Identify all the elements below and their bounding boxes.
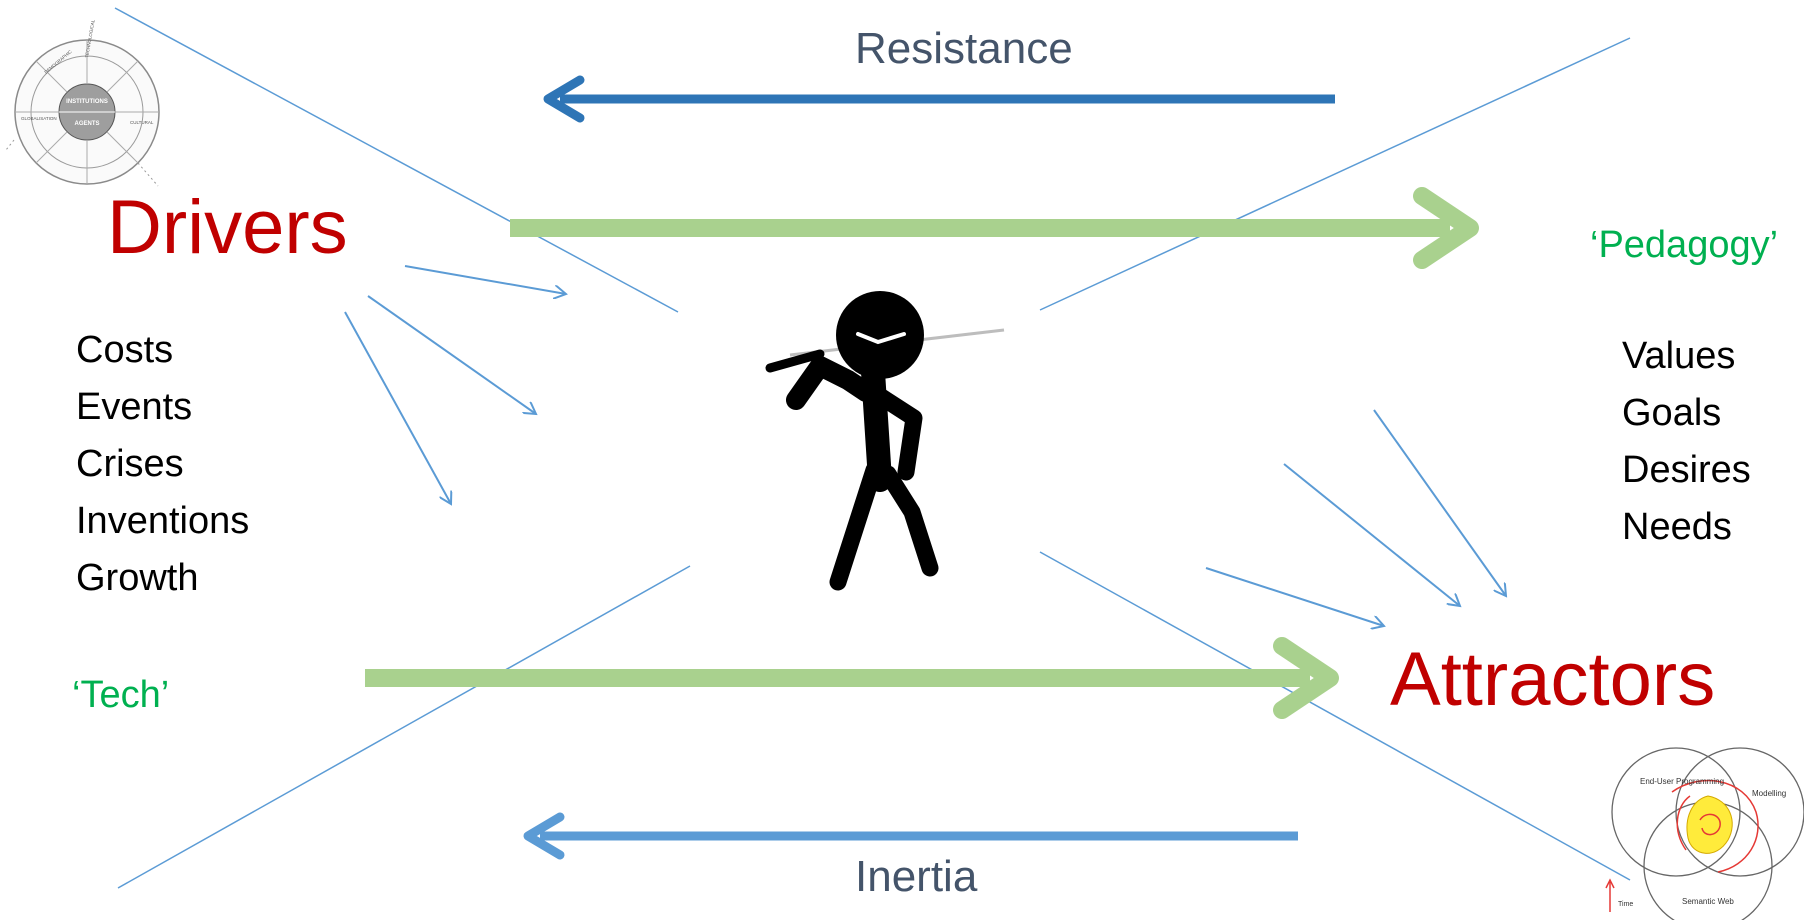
- venn-diagram-icon: End-User Programming Modelling Semantic …: [1605, 747, 1804, 920]
- venn-label-semantic-web: Semantic Web: [1682, 897, 1734, 906]
- wheel-inner-bottom-label: AGENTS: [74, 121, 99, 127]
- ninja-figure-icon: [765, 291, 1005, 591]
- funnel-line-bottom-left: [117, 565, 691, 889]
- wheel-inner-top-label: INSTITUTIONS: [66, 99, 108, 105]
- funnel-line-top-right: [1039, 37, 1631, 311]
- tech-arrow: [365, 637, 1339, 719]
- system-wheel-icon: INSTITUTIONS AGENTS GLOBALISATION TECHNO…: [5, 19, 160, 187]
- attractors-list-item: Desires: [1622, 449, 1751, 491]
- drivers-list-item: Events: [76, 386, 193, 428]
- attractor-arrow-3: [1205, 567, 1384, 626]
- inertia-arrow: [523, 812, 1298, 860]
- driver-arrow-1: [404, 265, 566, 294]
- funnel-line-top-left: [114, 7, 679, 313]
- drivers-list: Costs Events Crises Inventions Growth: [76, 322, 249, 607]
- drivers-title: Drivers: [107, 185, 348, 270]
- venn-label-modelling: Modelling: [1752, 789, 1786, 798]
- resistance-label: Resistance: [855, 24, 1073, 73]
- attractors-list: Values Goals Desires Needs: [1622, 328, 1751, 556]
- tech-label: ‘Tech’: [72, 674, 170, 716]
- drivers-list-item: Costs: [76, 329, 174, 371]
- funnel-line-bottom-right: [1039, 551, 1631, 881]
- drivers-list-item: Inventions: [76, 500, 250, 542]
- wheel-outer-label-3: CULTURAL: [130, 120, 154, 125]
- wheel-outer-label-1: GLOBALISATION: [21, 116, 57, 121]
- venn-time-label: Time: [1618, 901, 1633, 908]
- wheel-outer-label-2: TECHNOLOGICAL: [84, 19, 96, 58]
- drivers-list-item: Crises: [76, 443, 184, 485]
- attractors-title: Attractors: [1390, 637, 1716, 722]
- venn-label-end-user-programming: End-User Programming: [1640, 777, 1724, 786]
- attractors-list-item: Values: [1622, 335, 1736, 377]
- attractors-list-item: Needs: [1622, 506, 1732, 548]
- driver-arrow-2: [367, 295, 536, 414]
- pedagogy-label: ‘Pedagogy’: [1590, 224, 1779, 266]
- drivers-list-item: Growth: [76, 557, 199, 599]
- attractors-list-item: Goals: [1622, 392, 1722, 434]
- inertia-label: Inertia: [855, 852, 978, 901]
- pedagogy-arrow: [510, 187, 1479, 269]
- attractor-arrow-2: [1283, 463, 1460, 606]
- resistance-arrow: [543, 75, 1335, 123]
- attractor-arrow-1: [1373, 409, 1506, 596]
- driver-arrow-3: [344, 311, 451, 504]
